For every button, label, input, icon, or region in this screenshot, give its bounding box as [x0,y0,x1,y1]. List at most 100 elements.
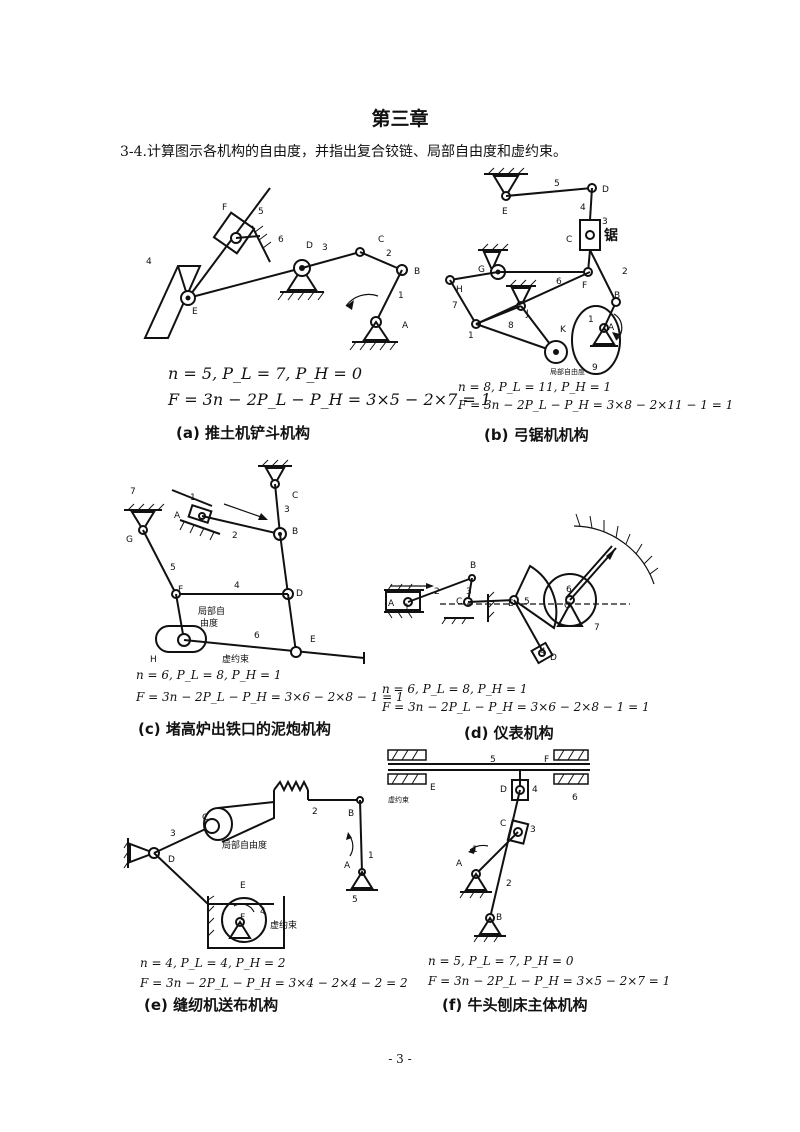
caption-a: (a) 推土机铲斗机构 [176,424,311,442]
label-a: A [456,859,463,869]
ground-f [251,225,271,263]
label-e: E [502,207,508,217]
formula-c-2: F = 3n − 2P_L − P_H = 3×6 − 2×8 − 1 = 1 [136,690,404,704]
sector-gear-5 [512,564,558,630]
link-2 [407,577,473,603]
label-2: 2 [312,807,318,817]
figure-d: B 2 A 1 3 C E 5 6 G 7 4 D [380,512,660,672]
link-2 [359,251,403,271]
formula-a-2: F = 3n − 2P_L − P_H = 3×5 − 2×7 = 1 [168,390,492,409]
motion-arrow-icon [223,503,265,519]
label-e: E [240,881,246,891]
label-e: E [192,307,198,317]
label-b: B [414,267,420,277]
spring-icon [273,779,309,793]
label-2: 2 [386,249,392,259]
label-3: 3 [322,243,328,253]
label-1: 1 [404,603,410,613]
formula-c-1: n = 6, P_L = 8, P_H = 1 [136,668,282,682]
dial-scale [573,525,655,585]
formula-f-2: F = 3n − 2P_L − P_H = 3×5 − 2×7 = 1 [428,974,671,988]
figure-b-diagram: 5 D E 4 3 C 锯 G 6 F 2 H B 7 J 8 1 K 1 A … [445,167,628,376]
label-4: 4 [540,647,546,657]
label-g: G [478,265,485,275]
label-virtual: 虚约束 [388,795,409,804]
formula-d-2: F = 3n − 2P_L − P_H = 3×6 − 2×8 − 1 = 1 [382,700,650,714]
label-c: C [378,235,384,245]
label-e: E [508,599,514,609]
label-j: J [525,309,529,319]
link-3 [274,483,281,535]
label-a: A [344,861,351,871]
label-3: 3 [284,505,290,515]
label-7: 7 [130,487,136,497]
label-local-2: 由度 [200,617,218,629]
slider-d [530,641,554,665]
label-a: A [388,599,395,609]
slider-4 [511,779,529,801]
problem-statement: 3-4.计算图示各机构的自由度，并指出复合铰链、局部自由度和虚约束。 [120,144,567,160]
ground-d [286,266,318,291]
formula-e-2: F = 3n − 2P_L − P_H = 3×4 − 2×4 − 2 = 2 [140,976,408,990]
label-virtual: 虚约束 [222,653,249,665]
label-3: 3 [466,587,472,597]
figure-b: 5 D E 4 3 C 锯 G 6 F 2 H B 7 J 8 1 K 1 A … [432,167,632,378]
caption-b: (b) 弓锯机机构 [484,426,589,444]
rotation-arrow-icon [613,313,623,341]
label-2: 2 [434,587,440,597]
label-c: C [500,819,506,829]
label-2: 2 [506,879,512,889]
label-4: 4 [580,203,586,213]
page-number: - 3 - [388,1052,412,1066]
label-1b: 1 [588,315,594,325]
label-f: F [222,203,227,213]
label-b: B [496,913,502,923]
label-local-1: 局部自 [198,605,225,617]
figure-e-diagram: C 3 D 局部自由度 2 B 1 A 5 E F 4 虚约束 [123,779,378,949]
link-4 [589,187,593,221]
label-1a: 1 [468,331,474,341]
label-5: 5 [170,563,176,573]
label-5: 5 [554,179,560,189]
label-d: D [500,785,507,795]
link-2 [201,515,281,535]
label-k: K [560,325,567,335]
label-local-dof: 局部自由度 [550,367,585,376]
label-1: 1 [398,291,404,301]
figure-c: 7 1 A 2 C 3 B G 5 F 4 D 局部自 由度 6 E H 虚约束 [120,459,380,665]
label-1: 1 [472,845,478,855]
label-b: B [292,527,298,537]
label-c: C [566,235,572,245]
slider-a [385,591,421,611]
link-3 [301,251,361,269]
label-c: C [456,597,462,607]
label-f: F [178,585,183,595]
label-5: 5 [524,597,530,607]
roller-h [155,625,207,653]
label-1: 1 [368,851,374,861]
label-local-dof: 局部自由度 [222,839,267,851]
figure-d-diagram: B 2 A 1 3 C E 5 6 G 7 4 D [384,513,659,665]
chapter-title: 第三章 [371,108,429,130]
label-4: 4 [260,907,266,917]
figure-a-diagram: F 5 6 D 3 C 2 B 1 A E 4 [143,187,420,351]
label-a: A [402,321,409,331]
label-b: B [614,291,620,301]
link-1 [359,799,363,873]
caption-d: (d) 仪表机构 [464,724,554,742]
label-7: 7 [594,623,600,633]
caption-f: (f) 牛头刨床主体机构 [442,996,588,1014]
link-6 [183,639,365,659]
formula-b-1: n = 8, P_L = 11, P_H = 1 [458,380,612,394]
label-virtual: 虚约束 [270,919,297,931]
label-saw: 锯 [604,227,618,244]
label-a: A [608,323,615,333]
ground-g [130,511,156,532]
label-f: F [582,281,587,291]
crank-1 [475,831,519,875]
figure-a: F 5 6 D 3 C 2 B 1 A E 4 [140,180,430,355]
figure-e: C 3 D 局部自由度 2 B 1 A 5 E F 4 虚约束 [123,772,384,952]
joint-d [538,649,546,657]
rod-f [187,187,271,299]
label-6: 6 [572,793,578,803]
